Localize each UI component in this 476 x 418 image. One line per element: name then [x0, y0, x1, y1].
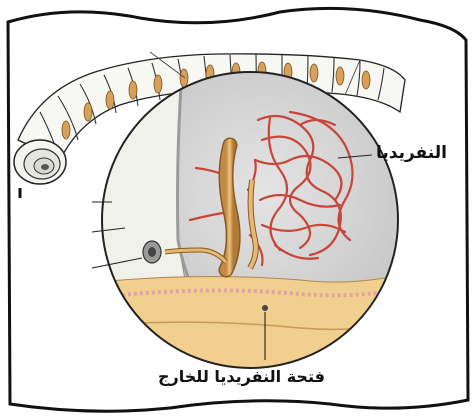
worm-cross-section — [14, 140, 66, 184]
label-nephridiopore: فتحة النفريديا للخارج — [158, 367, 325, 386]
nephrostome — [143, 241, 161, 263]
label-nephridium: النفريديا — [376, 143, 447, 163]
nephridiopore-dot — [262, 305, 268, 311]
